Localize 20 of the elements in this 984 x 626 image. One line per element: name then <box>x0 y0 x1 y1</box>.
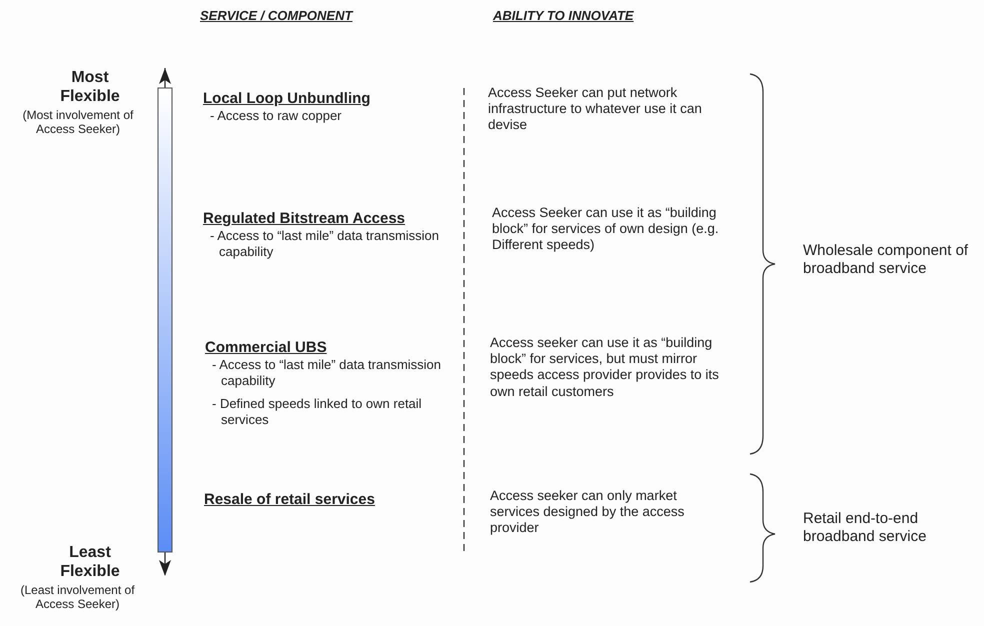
description-text: Access seeker can use it as “building block” for services, but must mirror speeds access provider provides to its own retail customers <box>490 335 720 400</box>
service-heading: Commercial UBS <box>205 338 328 358</box>
scale-label: Least Flexible <box>59 543 121 582</box>
description-text: Access Seeker can put network infrastructure to whatever use it can devise <box>488 85 703 134</box>
service-heading: Resale of retail services <box>204 490 376 510</box>
scale-note: (Most involvement of Access Seeker) <box>22 108 134 137</box>
bullet-text: - Access to raw copper <box>210 108 342 124</box>
service-heading: Local Loop Unbundling <box>203 89 372 109</box>
column-header: ABILITY TO INNOVATE <box>493 8 635 24</box>
description-text: Access Seeker can use it as “building block” for services of own design (e.g. Different speeds) <box>492 205 720 254</box>
group-label: Retail end-to-end broadband service <box>803 510 928 546</box>
bullet-text: - Access to “last mile” data transmission capability <box>212 357 442 388</box>
service-heading: Regulated Bitstream Access <box>203 209 406 229</box>
group-label: Wholesale component of broadband service <box>803 242 970 278</box>
bullet-text: - Defined speeds linked to own retail services <box>212 396 423 428</box>
scale-note: (Least involvement of Access Seeker) <box>19 583 136 612</box>
description-text: Access seeker can only market services designed by the access provider <box>490 488 686 537</box>
bullet-text: - Access to “last mile” data transmission capability <box>210 228 440 260</box>
column-header: SERVICE / COMPONENT <box>200 8 354 24</box>
scale-label: Most Flexible <box>59 68 121 106</box>
